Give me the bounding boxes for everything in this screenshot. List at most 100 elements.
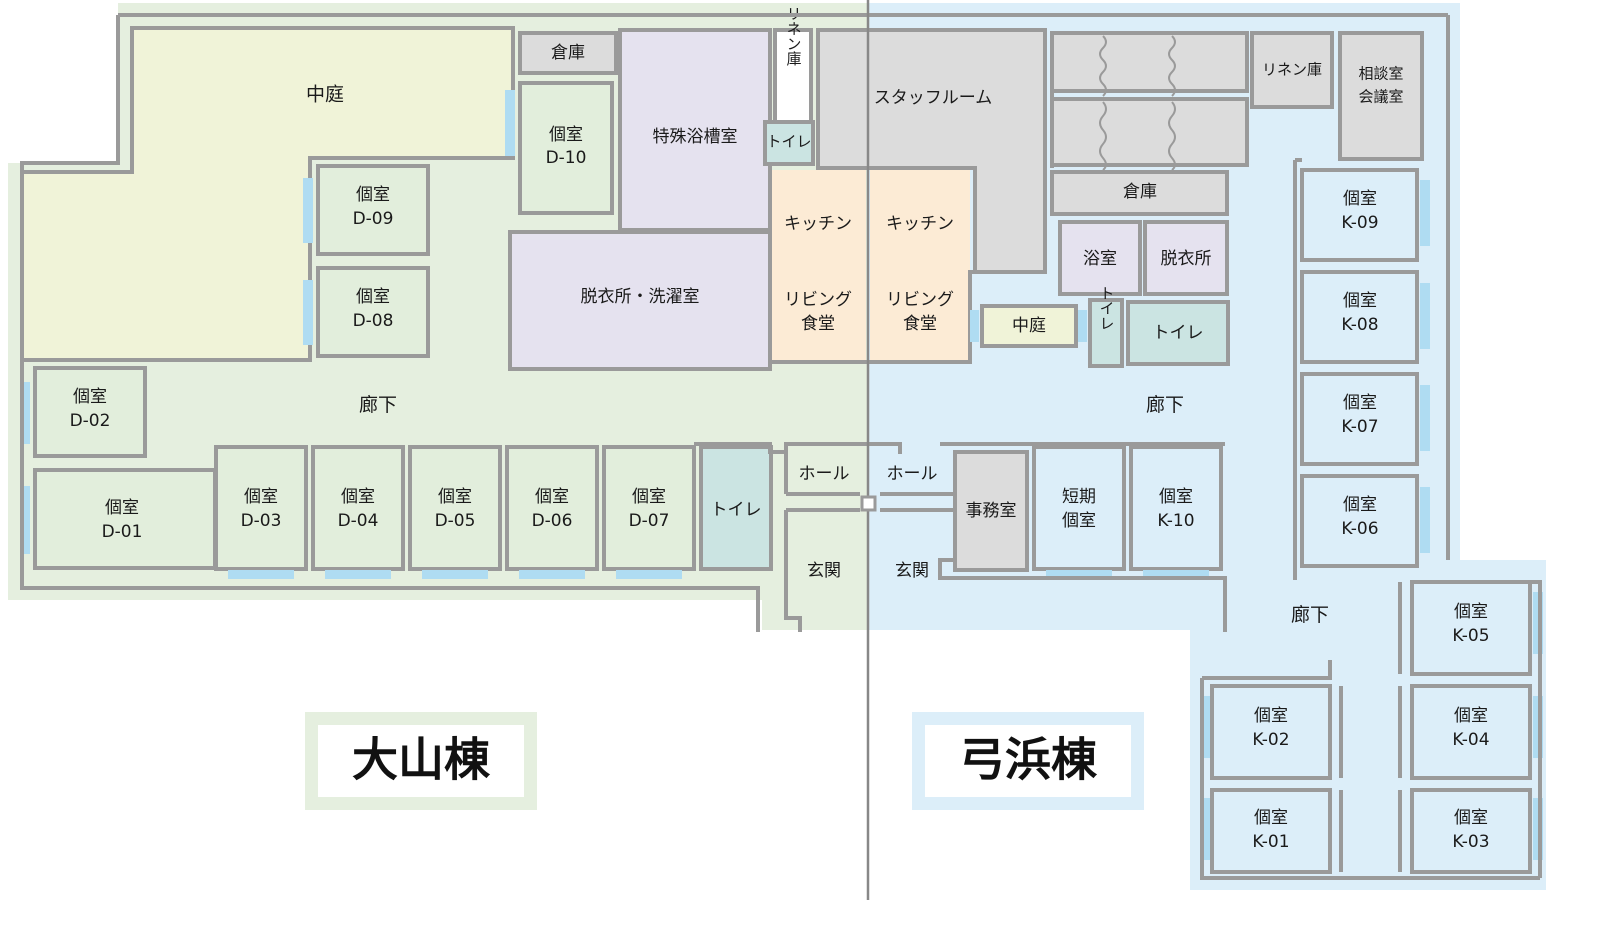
wing-name-daisen: 大山棟 <box>305 712 537 810</box>
room-linen-right[interactable]: リネン庫 <box>1250 31 1334 109</box>
window <box>505 90 515 156</box>
wing-name-label: 弓浜棟 <box>959 733 1098 787</box>
room-code: K-01 <box>1252 832 1289 852</box>
room-label: 個室 <box>438 487 472 507</box>
room-K-08[interactable]: 個室 K-08 <box>1300 270 1430 364</box>
room-label: トイレ <box>1153 323 1204 343</box>
room-label: 個室 <box>244 487 278 507</box>
room-label: 事務室 <box>966 501 1017 521</box>
room-D-01[interactable]: 個室 D-01 <box>20 468 217 570</box>
room-label: 個室 <box>1454 808 1488 828</box>
room-special-bath[interactable]: 特殊浴槽室 <box>618 28 772 232</box>
room-changing-laundry[interactable]: 脱衣所・洗濯室 <box>508 230 772 371</box>
window <box>616 570 682 579</box>
room-toilet-center-small[interactable]: トイレ <box>763 120 815 166</box>
entrance-daisen[interactable]: 玄関 <box>807 561 841 581</box>
room-changing[interactable]: 脱衣所 <box>1143 220 1229 296</box>
room-label: 個室 <box>535 487 569 507</box>
wing-yumigahama: 事務室 短期 個室 個室 K-10 ホール 玄関 <box>860 158 1543 880</box>
room-code: K-04 <box>1452 730 1489 750</box>
window <box>970 310 979 342</box>
room-storage-center[interactable]: 倉庫 <box>1050 170 1229 216</box>
room-label: 中庭 <box>306 84 344 106</box>
room-code: D-01 <box>102 522 143 542</box>
room-D-05[interactable]: 個室 D-05 <box>408 445 502 579</box>
room-code: K-03 <box>1452 832 1489 852</box>
room-label: 個室 <box>1454 602 1488 622</box>
room-D-10[interactable]: 個室 D-10 <box>505 81 614 215</box>
room-label: トイレ <box>1098 286 1116 331</box>
room-D-03[interactable]: 個室 D-03 <box>214 445 308 579</box>
room-courtyard-daisen[interactable]: 中庭 <box>20 26 515 362</box>
room-K-09[interactable]: 個室 K-09 <box>1300 168 1430 262</box>
window <box>325 570 391 579</box>
room-label: トイレ <box>711 500 762 520</box>
window <box>1143 570 1209 579</box>
room-consultation[interactable]: 相談室 会議室 <box>1338 31 1424 161</box>
window <box>519 570 585 579</box>
room-code: K-07 <box>1341 417 1378 437</box>
wing-name-label: 大山棟 <box>352 733 491 787</box>
room-label: 個室 <box>105 498 139 518</box>
room-D-06[interactable]: 個室 D-06 <box>505 445 599 579</box>
entrance-yumigahama[interactable]: 玄関 <box>895 561 929 581</box>
entrance-label: 玄関 <box>895 561 929 581</box>
room-toilet-daisen-corridor[interactable]: トイレ <box>699 445 773 571</box>
living-label-2: 食堂 <box>801 314 835 334</box>
room-K-05[interactable]: 個室 K-05 <box>1410 580 1543 676</box>
window <box>1200 798 1210 860</box>
room-storage-daisen[interactable]: 倉庫 <box>518 31 618 75</box>
room-code: K-08 <box>1341 315 1378 335</box>
room-D-07[interactable]: 個室 D-07 <box>602 445 696 579</box>
kitchen-top-outline <box>818 166 977 272</box>
room-K-07[interactable]: 個室 K-07 <box>1300 372 1430 466</box>
room-code: D-03 <box>241 511 282 531</box>
window <box>422 570 488 579</box>
room-D-04[interactable]: 個室 D-04 <box>311 445 405 579</box>
room-code: K-02 <box>1252 730 1289 750</box>
room-D-02[interactable]: 個室 D-02 <box>20 366 147 458</box>
room-K-01[interactable]: 個室 K-01 <box>1200 788 1332 874</box>
room-toilet-yumigahama[interactable]: トイレ <box>1126 300 1230 366</box>
room-K-02[interactable]: 個室 K-02 <box>1200 684 1332 780</box>
hall-yumigahama[interactable]: ホール <box>887 464 938 484</box>
living-label-1: リビング <box>886 290 954 310</box>
room-courtyard-center[interactable]: 中庭 <box>970 304 1087 348</box>
room-label: 個室 <box>1254 808 1288 828</box>
room-code: D-06 <box>532 511 573 531</box>
room-label: 個室 <box>356 287 390 307</box>
wing-name-yumigahama: 弓浜棟 <box>912 712 1144 810</box>
window <box>20 486 30 554</box>
window <box>1420 180 1430 246</box>
room-kitchen-daisen[interactable]: キッチン リビング 食堂 <box>770 170 866 362</box>
room-code: D-07 <box>629 511 670 531</box>
room-label: リネン庫 <box>785 6 803 66</box>
corridor-label-daisen: 廊下 <box>359 394 397 416</box>
room-label-2: 個室 <box>1062 511 1096 531</box>
hall-daisen[interactable]: ホール <box>799 464 850 484</box>
room-label: キッチン <box>886 214 954 234</box>
room-linen-left[interactable]: リネン庫 <box>773 6 813 124</box>
room-D-09[interactable]: 個室 D-09 <box>303 164 430 256</box>
room-K-10[interactable]: 個室 K-10 <box>1129 445 1223 579</box>
hall-label: ホール <box>799 464 850 484</box>
room-office[interactable]: 事務室 <box>953 450 1029 572</box>
k-right-column-wall <box>1293 158 1302 580</box>
room-bathroom[interactable]: 浴室 <box>1058 220 1142 296</box>
room-label: 浴室 <box>1083 249 1117 269</box>
room-code: K-06 <box>1341 519 1378 539</box>
room-label: 個室 <box>73 387 107 407</box>
room-short-stay[interactable]: 短期 個室 <box>1032 445 1126 579</box>
window <box>1046 570 1112 579</box>
room-kitchen-yumigahama[interactable]: キッチン リビング 食堂 <box>870 170 970 362</box>
window <box>303 178 313 243</box>
room-K-03[interactable]: 個室 K-03 <box>1410 788 1543 874</box>
window <box>1420 283 1430 349</box>
room-D-08[interactable]: 個室 D-08 <box>303 266 430 358</box>
room-label: スタッフルーム <box>874 88 993 108</box>
room-K-06[interactable]: 個室 K-06 <box>1300 474 1430 568</box>
room-K-04[interactable]: 個室 K-04 <box>1410 684 1543 780</box>
room-label: 個室 <box>356 185 390 205</box>
room-toilet-center-vertical[interactable]: トイレ <box>1088 286 1124 368</box>
room-label-2: 会議室 <box>1358 88 1403 106</box>
